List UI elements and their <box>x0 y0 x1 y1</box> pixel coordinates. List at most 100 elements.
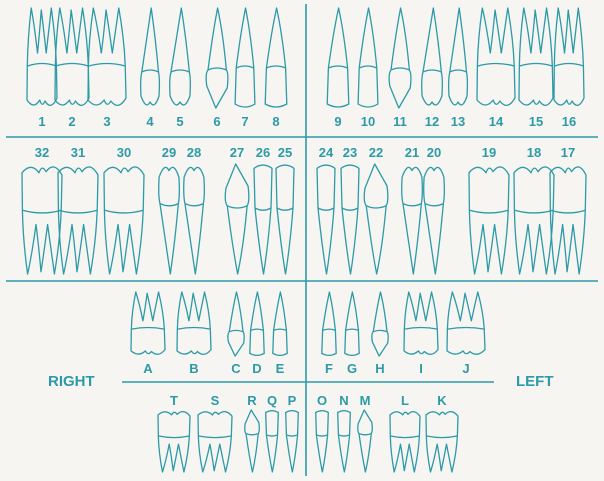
tooth-label-f: F <box>325 362 333 375</box>
tooth-15-molar <box>519 8 553 105</box>
tooth-outline <box>364 164 388 274</box>
tooth-b-molar <box>177 292 211 354</box>
tooth-label-j: J <box>462 362 469 375</box>
tooth-label-12: 12 <box>425 115 439 128</box>
tooth-23-incisor <box>341 165 359 274</box>
tooth-outline <box>426 412 458 472</box>
tooth-label-m: M <box>360 394 371 407</box>
tooth-21-premolar <box>402 167 423 274</box>
tooth-outline <box>235 8 255 107</box>
tooth-17-molar <box>550 167 586 274</box>
tooth-outline <box>250 292 264 355</box>
tooth-label-i: I <box>419 362 423 375</box>
tooth-label-24: 24 <box>319 146 333 159</box>
tooth-14-molar <box>477 8 515 105</box>
tooth-outline <box>228 292 244 356</box>
tooth-t-molar <box>158 412 190 472</box>
tooth-outline <box>554 8 584 105</box>
tooth-label-13: 13 <box>451 115 465 128</box>
tooth-label-21: 21 <box>405 146 419 159</box>
tooth-outline <box>341 165 359 274</box>
tooth-outline <box>316 411 329 472</box>
tooth-s-molar <box>198 412 232 472</box>
tooth-label-23: 23 <box>343 146 357 159</box>
tooth-label-r: R <box>247 394 256 407</box>
tooth-j-molar <box>447 292 485 354</box>
tooth-label-8: 8 <box>272 115 279 128</box>
tooth-label-11: 11 <box>393 115 407 128</box>
tooth-12-premolar <box>422 8 443 105</box>
tooth-l-molar <box>390 412 420 472</box>
tooth-label-q: Q <box>267 394 277 407</box>
tooth-outline <box>422 8 443 105</box>
tooth-9-incisor <box>327 8 349 107</box>
tooth-18-molar <box>514 167 554 274</box>
tooth-outline <box>198 412 232 472</box>
tooth-outline <box>131 292 165 354</box>
tooth-label-e: E <box>276 362 285 375</box>
tooth-11-canine <box>389 8 411 108</box>
tooth-label-k: K <box>437 394 446 407</box>
tooth-outline <box>265 8 287 107</box>
tooth-outline <box>141 8 160 105</box>
tooth-outline <box>404 292 438 354</box>
tooth-outline <box>206 8 228 108</box>
tooth-outline <box>159 167 180 274</box>
tooth-label-c: C <box>231 362 240 375</box>
tooth-label-9: 9 <box>334 115 341 128</box>
tooth-outline <box>88 8 126 105</box>
tooth-outline <box>477 8 515 105</box>
tooth-outline <box>447 292 485 354</box>
tooth-label-22: 22 <box>369 146 383 159</box>
tooth-13-premolar <box>449 8 468 105</box>
tooth-label-5: 5 <box>176 115 183 128</box>
tooth-d-incisor <box>250 292 264 355</box>
tooth-label-10: 10 <box>361 115 375 128</box>
tooth-outline <box>286 411 299 472</box>
tooth-16-molar <box>554 8 584 105</box>
tooth-outline <box>184 167 205 274</box>
tooth-outline <box>358 8 378 107</box>
tooth-outline <box>402 167 423 274</box>
tooth-1-molar <box>27 8 57 105</box>
tooth-outline <box>225 164 249 274</box>
tooth-a-molar <box>131 292 165 354</box>
tooth-p-incisor <box>286 411 299 472</box>
tooth-outline <box>338 411 351 472</box>
tooth-g-incisor <box>345 292 359 355</box>
tooth-label-g: G <box>347 362 357 375</box>
tooth-10-incisor <box>358 8 378 107</box>
tooth-24-incisor <box>317 165 335 274</box>
tooth-label-t: T <box>170 394 178 407</box>
tooth-28-premolar <box>184 167 205 274</box>
tooth-outline <box>254 165 272 274</box>
tooth-label-h: H <box>375 362 384 375</box>
tooth-31-molar <box>58 167 98 274</box>
left-side-label: LEFT <box>516 374 554 389</box>
tooth-r-canine <box>245 410 260 472</box>
tooth-outline <box>514 167 554 274</box>
tooth-label-14: 14 <box>489 115 503 128</box>
tooth-f-incisor <box>322 292 336 355</box>
tooth-label-18: 18 <box>527 146 541 159</box>
tooth-outline <box>317 165 335 274</box>
tooth-label-31: 31 <box>71 146 85 159</box>
tooth-6-canine <box>206 8 228 108</box>
tooth-label-3: 3 <box>103 115 110 128</box>
tooth-19-molar <box>469 167 509 274</box>
tooth-outline <box>322 292 336 355</box>
tooth-outline <box>104 167 144 274</box>
tooth-outline <box>55 8 89 105</box>
tooth-label-26: 26 <box>256 146 270 159</box>
tooth-outline <box>345 292 359 355</box>
tooth-label-n: N <box>339 394 348 407</box>
tooth-e-incisor <box>273 292 287 355</box>
tooth-outline <box>390 412 420 472</box>
tooth-i-molar <box>404 292 438 354</box>
tooth-label-30: 30 <box>117 146 131 159</box>
tooth-label-d: D <box>252 362 261 375</box>
tooth-outline <box>358 410 373 472</box>
tooth-c-canine <box>228 292 244 356</box>
